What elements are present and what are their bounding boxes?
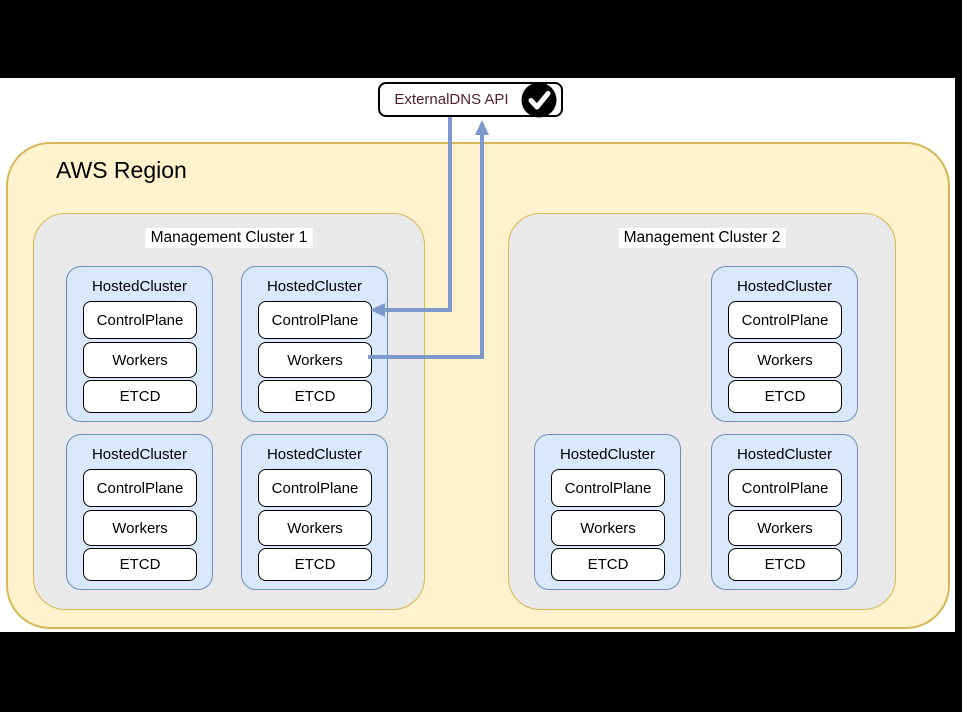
workers-box: Workers xyxy=(728,342,842,378)
controlplane-box: ControlPlane xyxy=(551,469,665,507)
controlplane-box: ControlPlane xyxy=(83,469,197,507)
controlplane-box: ControlPlane xyxy=(83,301,197,339)
etcd-box: ETCD xyxy=(83,380,197,413)
management-cluster-2: Management Cluster 2 HostedCluster Contr… xyxy=(508,213,896,610)
check-icon xyxy=(521,82,557,118)
hosted-cluster: HostedCluster ControlPlane Workers ETCD xyxy=(534,434,681,590)
hosted-cluster-title: HostedCluster xyxy=(91,278,188,295)
management-cluster-2-label: Management Cluster 2 xyxy=(618,228,786,248)
externaldns-api-label: ExternalDNS API xyxy=(394,91,509,108)
etcd-box: ETCD xyxy=(83,548,197,581)
aws-region-label: AWS Region xyxy=(56,157,187,183)
hosted-cluster-title: HostedCluster xyxy=(736,446,833,463)
hosted-cluster-title: HostedCluster xyxy=(91,446,188,463)
externaldns-api-node: ExternalDNS API xyxy=(378,82,563,117)
workers-box: Workers xyxy=(551,510,665,546)
hosted-cluster: HostedCluster ControlPlane Workers ETCD xyxy=(241,434,388,590)
hosted-cluster-title: HostedCluster xyxy=(559,446,656,463)
etcd-box: ETCD xyxy=(258,380,372,413)
management-cluster-1-label: Management Cluster 1 xyxy=(145,228,313,248)
hosted-cluster: HostedCluster ControlPlane Workers ETCD xyxy=(241,266,388,422)
hosted-cluster-title: HostedCluster xyxy=(736,278,833,295)
workers-box: Workers xyxy=(728,510,842,546)
controlplane-box: ControlPlane xyxy=(728,301,842,339)
controlplane-box: ControlPlane xyxy=(728,469,842,507)
etcd-box: ETCD xyxy=(728,380,842,413)
hosted-cluster: HostedCluster ControlPlane Workers ETCD xyxy=(66,266,213,422)
workers-box: Workers xyxy=(258,342,372,378)
etcd-box: ETCD xyxy=(551,548,665,581)
controlplane-box: ControlPlane xyxy=(258,469,372,507)
hosted-cluster: HostedCluster ControlPlane Workers ETCD xyxy=(711,434,858,590)
hosted-cluster: HostedCluster ControlPlane Workers ETCD xyxy=(66,434,213,590)
hosted-cluster-title: HostedCluster xyxy=(266,278,363,295)
hosted-cluster-title: HostedCluster xyxy=(266,446,363,463)
etcd-box: ETCD xyxy=(728,548,842,581)
workers-box: Workers xyxy=(83,510,197,546)
workers-box: Workers xyxy=(258,510,372,546)
workers-box: Workers xyxy=(83,342,197,378)
controlplane-box: ControlPlane xyxy=(258,301,372,339)
etcd-box: ETCD xyxy=(258,548,372,581)
hosted-cluster: HostedCluster ControlPlane Workers ETCD xyxy=(711,266,858,422)
management-cluster-1: Management Cluster 1 HostedCluster Contr… xyxy=(33,213,425,610)
